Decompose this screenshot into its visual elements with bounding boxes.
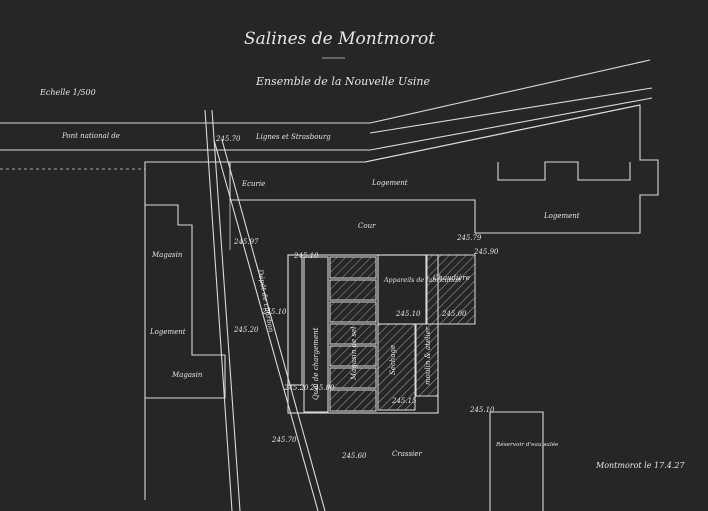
room-magasin-left: Magasin <box>151 251 183 259</box>
moulin-box <box>415 323 439 397</box>
scale-label: Echelle 1/500 <box>39 88 96 97</box>
level-3: 245.10 <box>261 308 287 316</box>
level-8: 245.80 <box>309 384 335 392</box>
magasin-sel-cells <box>329 256 377 412</box>
room-logement-top: Logement <box>371 179 408 187</box>
elevation-marks: 245.70 245.97 245.10 245.90 245.79 245.2… <box>215 135 499 460</box>
rail-destination-label: Lignes et Strasbourg <box>255 133 331 141</box>
level-2: 245.97 <box>233 238 259 246</box>
room-moulin-atelier: moulin & atelier <box>424 326 432 385</box>
reservoir-outline <box>489 411 544 511</box>
room-reservoir: Réservoir d'eau salée <box>495 441 559 448</box>
level-10: 245.00 <box>441 310 467 318</box>
track-1 <box>204 109 233 511</box>
level-11: 245.15 <box>391 397 417 405</box>
sechage-box <box>377 323 416 411</box>
level-7: 245.20 <box>283 384 309 392</box>
quai-strip <box>303 256 329 413</box>
level-9: 245.10 <box>395 310 421 318</box>
room-sechage: Séchage <box>389 345 397 375</box>
room-crassier: Crassier <box>392 450 422 458</box>
railway-label: Pont national de <box>61 132 120 140</box>
level-6: 245.20 <box>233 326 259 334</box>
site-outline-top <box>144 104 659 500</box>
room-ecurie: Ecurie <box>241 180 265 188</box>
road-branch-3 <box>369 97 653 151</box>
plan-title: Salines de Montmorot <box>244 29 435 49</box>
road-branch-2 <box>369 87 653 134</box>
level-12: 245.70 <box>271 436 297 444</box>
plan-subtitle: Ensemble de la Nouvelle Usine <box>255 75 431 88</box>
signature: Montmorot le 17.4.27 <box>595 461 685 470</box>
chaudiere-box <box>426 254 476 325</box>
left-building-outline <box>145 204 226 399</box>
room-appareils: Appareils de fabrication <box>383 277 461 284</box>
track-3 <box>213 139 319 511</box>
level-4: 245.90 <box>473 248 499 256</box>
depot-strip <box>287 254 303 386</box>
level-13: 245.60 <box>341 452 367 460</box>
level-14: 245.10 <box>469 406 495 414</box>
logement-right-notches <box>497 161 631 181</box>
track-4 <box>221 139 326 511</box>
room-quai: Quai de chargement <box>312 327 320 400</box>
room-cour: Cour <box>358 222 376 230</box>
room-logement-left: Logement <box>149 328 186 336</box>
road-branch-1 <box>369 59 651 124</box>
room-logement-right: Logement <box>543 212 580 220</box>
room-chaudiere: Chaudière <box>433 274 470 282</box>
room-magasin-sel: Magasin de sel <box>350 327 358 381</box>
level-5: 245.79 <box>456 234 482 242</box>
level-1: 245.70 <box>215 135 241 143</box>
track-2 <box>211 109 241 511</box>
room-magasin-bottom: Magasin <box>171 371 203 379</box>
level-15: 245.10 <box>293 252 319 260</box>
